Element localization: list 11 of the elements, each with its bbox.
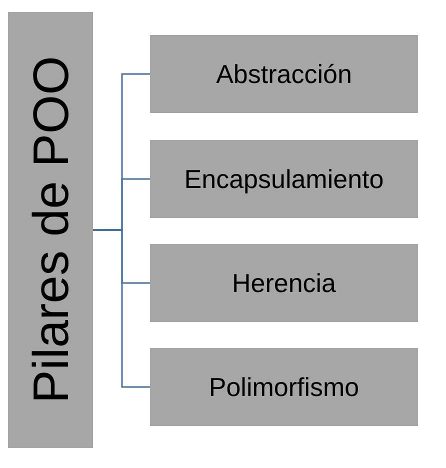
concept-label: Herencia: [232, 266, 336, 300]
concept-label: Encapsulamiento: [184, 162, 384, 196]
concept-label: Abstracción: [216, 58, 352, 90]
concept-box: [150, 244, 418, 322]
vertical-title: Pilares de POO: [26, 56, 76, 404]
title-box: [8, 12, 93, 448]
concept-box: [150, 348, 418, 426]
concept-label: Polimorfismo: [208, 370, 360, 404]
concept-box: [150, 140, 418, 218]
concept-box: [150, 35, 418, 113]
connector-line: [93, 229, 150, 388]
